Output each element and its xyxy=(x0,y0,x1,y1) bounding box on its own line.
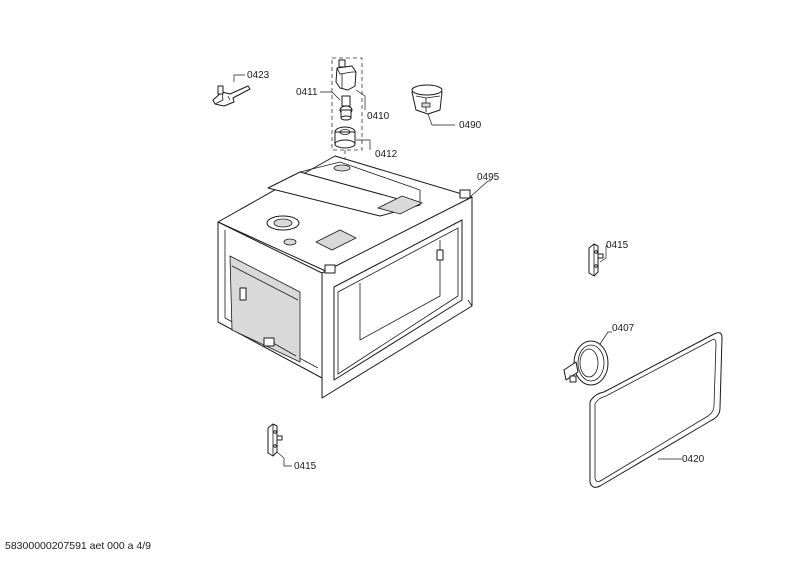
label-0420: 0420 xyxy=(682,454,705,465)
part-0407-spring-ring[interactable] xyxy=(563,340,609,386)
leader-0411 xyxy=(320,91,341,101)
part-0490-cup[interactable] xyxy=(411,84,443,115)
label-0410: 0410 xyxy=(367,111,390,122)
label-0415-bottom: 0415 xyxy=(294,461,317,472)
part-0495-oven-cavity[interactable] xyxy=(217,155,473,399)
label-0423: 0423 xyxy=(247,70,270,81)
part-0423-bracket[interactable] xyxy=(212,85,251,107)
label-0495: 0495 xyxy=(477,172,500,183)
leader-0407 xyxy=(599,331,612,345)
part-0410-cap[interactable] xyxy=(335,59,357,91)
assembly-group-box xyxy=(331,57,363,151)
leader-0415-bottom xyxy=(276,451,292,467)
leader-0423 xyxy=(233,74,245,82)
leader-0412 xyxy=(356,139,371,150)
leader-0410 xyxy=(355,89,366,110)
part-0415-clip-right[interactable] xyxy=(588,243,604,277)
leader-0495 xyxy=(469,180,491,198)
leader-0490 xyxy=(427,113,455,126)
part-0415-clip-bottom[interactable] xyxy=(267,423,283,457)
part-0412-nut[interactable] xyxy=(334,126,356,149)
label-0415-right: 0415 xyxy=(606,240,629,251)
part-0411-knob[interactable] xyxy=(339,95,353,121)
part-0420-door-gasket[interactable] xyxy=(589,332,723,488)
label-0412: 0412 xyxy=(375,149,398,160)
document-id-footer: 58300000207591 aet 000 a 4/9 xyxy=(5,540,151,552)
label-0407: 0407 xyxy=(612,323,635,334)
label-0411: 0411 xyxy=(296,87,318,98)
label-0490: 0490 xyxy=(459,120,482,131)
leader-0415-right xyxy=(599,245,608,263)
